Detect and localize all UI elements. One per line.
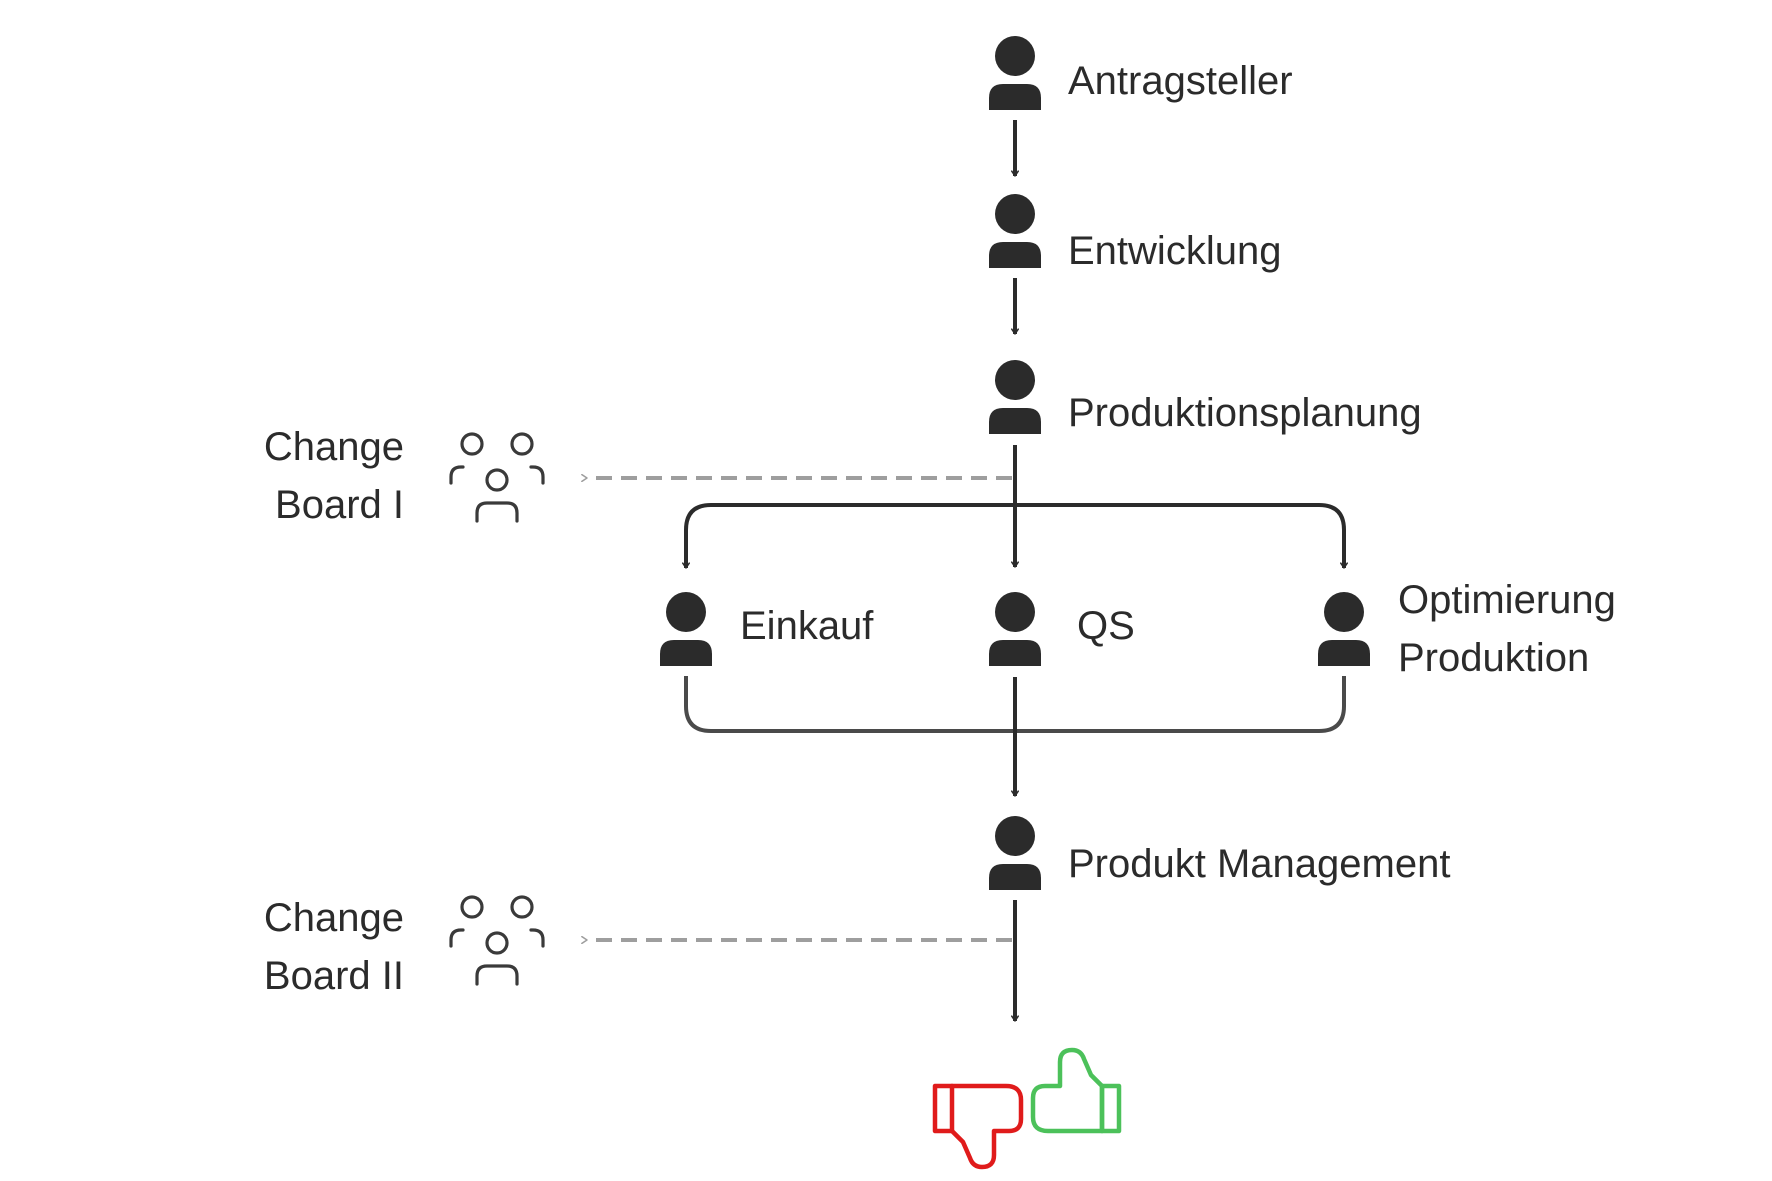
- branch-split-line: [684, 503, 1344, 568]
- label-change-board-2-line1: Change: [263, 896, 404, 940]
- label-optimierung-line2: Produktion: [1398, 636, 1590, 680]
- label-change-board-1-line1: Change: [263, 425, 404, 469]
- person-icon-optimierung: [1318, 592, 1370, 666]
- person-icon-einkauf: [660, 592, 712, 666]
- label-entwicklung: Entwicklung: [1068, 229, 1282, 273]
- label-change-board-2-line2: Board II: [263, 954, 404, 998]
- label-change-board-1: Change Board I: [264, 418, 404, 534]
- person-icon-produktionsplanung: [989, 360, 1041, 434]
- group-icon-change-board-2: [449, 895, 545, 986]
- person-icon-produkt-management: [989, 816, 1041, 890]
- group-icon-change-board-1: [449, 432, 545, 523]
- label-optimierung-produktion: Optimierung Produktion: [1398, 571, 1616, 687]
- label-qs: QS: [1077, 604, 1135, 648]
- label-produktionsplanung: Produktionsplanung: [1068, 391, 1422, 435]
- person-icon-entwicklung: [989, 194, 1041, 268]
- label-produkt-management: Produkt Management: [1068, 842, 1451, 886]
- label-einkauf: Einkauf: [740, 604, 874, 648]
- label-antragsteller: Antragsteller: [1068, 59, 1293, 103]
- person-icon-qs: [989, 592, 1041, 666]
- thumbs-down-icon: [932, 1083, 1024, 1170]
- thumbs-up-icon: [1030, 1047, 1122, 1134]
- label-change-board-1-line2: Board I: [275, 483, 404, 527]
- label-optimierung-line1: Optimierung: [1398, 578, 1616, 622]
- label-change-board-2: Change Board II: [264, 889, 404, 1005]
- person-icon-antragsteller: [989, 36, 1041, 110]
